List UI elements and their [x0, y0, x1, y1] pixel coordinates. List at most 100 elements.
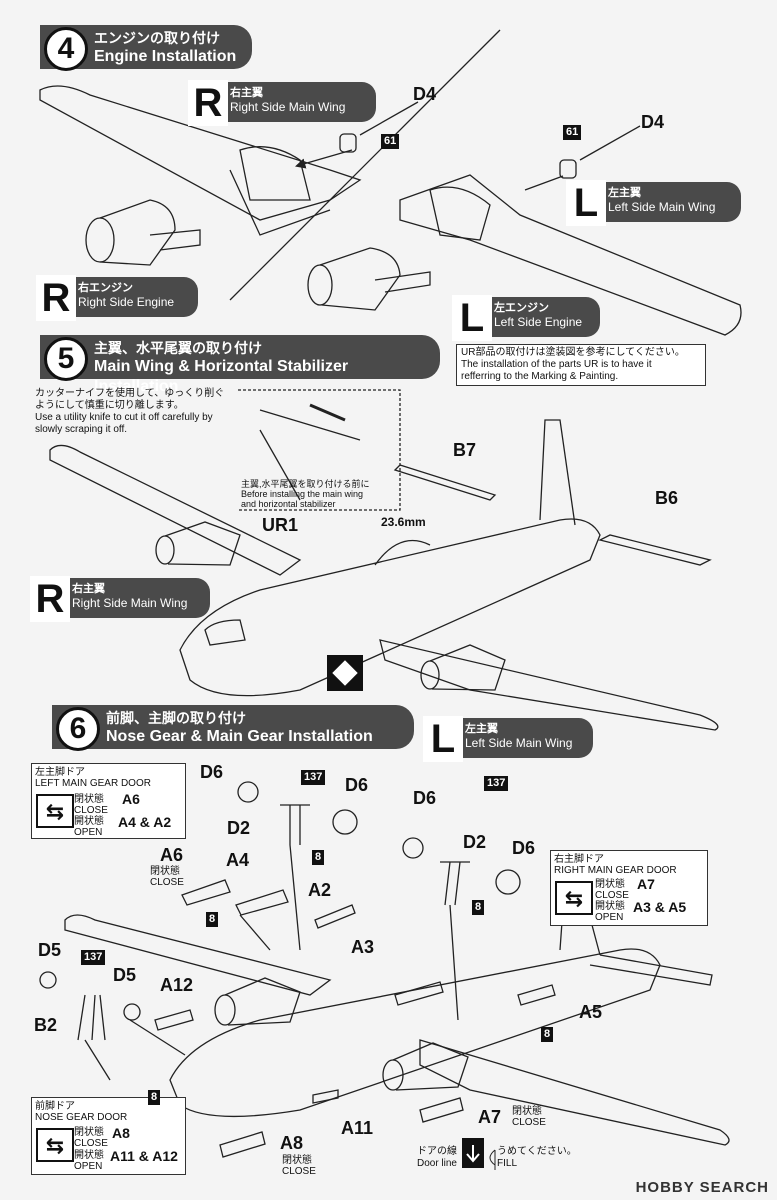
left-engine-letter: L	[452, 295, 492, 341]
before-note: 主翼,水平尾翼を取り付ける前に Before installing the ma…	[241, 479, 401, 509]
part-a8: A8	[280, 1133, 304, 1153]
left-open-en: OPEN	[74, 827, 103, 838]
step6-banner: 6 前脚、主脚の取り付け Nose Gear & Main Gear Insta…	[52, 705, 414, 751]
right-door-open-label: 開状態 OPEN	[595, 901, 625, 923]
a8-close-label: 閉状態 CLOSE	[282, 1155, 316, 1177]
before-note-jp: 主翼,水平尾翼を取り付ける前に	[241, 479, 370, 489]
left-door-en: LEFT MAIN GEAR DOOR	[35, 778, 151, 789]
left-wing-step6-jp: 左主翼	[465, 723, 498, 735]
step6-title-en: Nose Gear & Main Gear Installation	[106, 728, 373, 745]
left-engine-en: Left Side Engine	[494, 315, 583, 329]
part-ur1: UR1	[262, 515, 299, 535]
right-wing-step5-letter: R	[30, 576, 70, 622]
step4-number: 4	[44, 27, 88, 71]
part-d2-a: D2	[227, 818, 251, 838]
a6-close-jp: 閉状態	[150, 866, 180, 877]
door-line-en: Door line	[416, 1158, 457, 1169]
right-wing-step5-en: Right Side Main Wing	[72, 596, 188, 610]
step4-banner: 4 エンジンの取り付け Engine Installation	[40, 25, 252, 71]
part-b2: B2	[34, 1015, 58, 1035]
right-open-part: A3 & A5	[633, 899, 687, 915]
right-door-jp: 右主脚ドア	[554, 854, 604, 865]
right-close-part: A7	[637, 876, 655, 892]
left-door-jp: 左主脚ドア	[35, 767, 85, 778]
part-b7: B7	[453, 440, 477, 460]
tag-8-a: 8	[312, 850, 325, 865]
part-d6-b: D6	[345, 775, 369, 795]
a6-close-label: 閉状態 CLOSE	[150, 866, 184, 888]
part-a3: A3	[351, 937, 375, 957]
part-a12: A12	[160, 975, 194, 995]
left-engine-jp: 左エンジン	[494, 302, 549, 314]
tag-137-b: 137	[484, 776, 509, 791]
left-letter: L	[566, 180, 606, 226]
a6-close-en: CLOSE	[150, 877, 184, 888]
left-close-en: CLOSE	[74, 805, 108, 816]
step5-banner: 5 主翼、水平尾翼の取り付け Main Wing & Horizontal St…	[40, 335, 440, 395]
a8-close-jp: 閉状態	[282, 1155, 312, 1166]
part-a2: A2	[308, 880, 332, 900]
part-d2-b: D2	[463, 832, 487, 852]
before-note-en2: and horizontal stabilizer	[241, 499, 336, 509]
nose-door-arrow-icon: ⇆	[36, 1128, 74, 1162]
left-door-open-label: 開状態 OPEN	[74, 816, 104, 838]
step5-title-jp: 主翼、水平尾翼の取り付け	[94, 340, 262, 356]
step5-number: 5	[44, 337, 88, 381]
left-main-gear-door-box: 左主脚ドア LEFT MAIN GEAR DOOR ⇆ 閉状態 CLOSE A6…	[31, 763, 186, 839]
nose-open-jp: 開状態	[74, 1150, 104, 1161]
part-d6-d: D6	[512, 838, 536, 858]
left-close-part: A6	[122, 791, 140, 807]
a7-close-en: CLOSE	[512, 1117, 546, 1128]
part-a11: A11	[341, 1118, 374, 1138]
right-wing-jp: 右主翼	[230, 87, 263, 99]
knife-note-jp1: カッターナイフを使用して、ゆっくり削ぐ	[35, 388, 225, 399]
left-wing-en: Left Side Main Wing	[608, 200, 716, 214]
left-wing-step6-letter: L	[423, 716, 463, 762]
step6-title-jp: 前脚、主脚の取り付け	[106, 710, 246, 726]
nose-door-en: NOSE GEAR DOOR	[35, 1112, 128, 1123]
knife-note-en2: slowly scraping it off.	[35, 424, 128, 435]
nose-close-jp: 閉状態	[74, 1127, 104, 1138]
ur-note-en2: refferring to the Marking & Painting.	[461, 371, 619, 382]
fill-label: うめてください。 FILL	[497, 1146, 577, 1170]
nose-door-open-label: 開状態 OPEN	[74, 1150, 104, 1172]
part-d4-left: D4	[641, 112, 665, 132]
right-engine-jp: 右エンジン	[78, 282, 133, 294]
left-wing-step6-en: Left Side Main Wing	[465, 736, 573, 750]
tag-8-e: 8	[148, 1090, 161, 1105]
part-a4: A4	[226, 850, 250, 870]
right-letter: R	[188, 80, 228, 126]
watermark-logo: HOBBY SEARCH	[635, 1179, 769, 1196]
nose-close-en: CLOSE	[74, 1138, 108, 1149]
door-line-jp: ドアの線	[417, 1146, 457, 1157]
knife-note-en1: Use a utility knife to cut it off carefu…	[35, 412, 213, 423]
a8-close-en: CLOSE	[282, 1166, 316, 1177]
part-b6: B6	[655, 488, 679, 508]
a7-close-jp: 閉状態	[512, 1106, 542, 1117]
step4-title-en: Engine Installation	[94, 48, 237, 65]
right-close-en: CLOSE	[595, 890, 629, 901]
nose-close-part: A8	[112, 1125, 130, 1141]
right-close-jp: 閉状態	[595, 879, 625, 890]
right-engine-letter: R	[36, 275, 76, 321]
step5-title-en: Main Wing & Horizontal Stabilizer Instal…	[94, 358, 349, 395]
tag-8-b: 8	[472, 900, 485, 915]
left-door-arrow-icon: ⇆	[36, 794, 74, 828]
part-d4-right: D4	[413, 84, 437, 104]
left-open-part: A4 & A2	[118, 814, 172, 830]
left-engine-label: L 左エンジン Left Side Engine	[452, 295, 600, 341]
tag-8-c: 8	[206, 912, 219, 927]
part-d6-c: D6	[413, 788, 437, 808]
left-door-close-label: 閉状態 CLOSE	[74, 794, 108, 816]
ur-note-en1: The installation of the parts UR is to h…	[461, 359, 652, 370]
left-wing-label-step6: L 左主翼 Left Side Main Wing	[423, 716, 593, 762]
nose-open-en: OPEN	[74, 1161, 103, 1172]
right-engine-label: R 右エンジン Right Side Engine	[36, 275, 198, 321]
right-open-jp: 開状態	[595, 901, 625, 912]
fill-en: FILL	[497, 1158, 518, 1169]
ur-note: UR部品の取付けは塗装図を参考にしてください。 The installation…	[456, 344, 706, 386]
right-engine-en: Right Side Engine	[78, 295, 175, 309]
nose-door-jp: 前脚ドア	[35, 1101, 75, 1112]
before-note-en1: Before installing the main wing	[241, 489, 364, 499]
